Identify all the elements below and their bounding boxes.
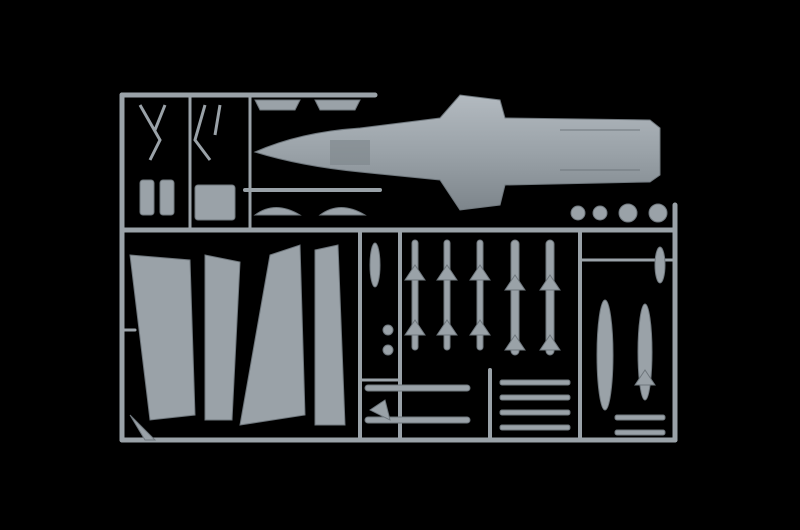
- missile: [436, 239, 458, 351]
- wheel-parts: [382, 203, 668, 356]
- wing-parts: [129, 244, 346, 441]
- fuselage-part: [253, 94, 661, 211]
- missile-parts: [364, 239, 666, 436]
- fuel-tank: [596, 299, 614, 411]
- small-parts-top-left: [138, 99, 367, 221]
- missile: [504, 239, 526, 356]
- missile: [404, 239, 426, 351]
- missile: [469, 239, 491, 351]
- sprue-frame: [119, 92, 678, 443]
- fuel-tank: [637, 303, 653, 401]
- missile: [539, 239, 561, 356]
